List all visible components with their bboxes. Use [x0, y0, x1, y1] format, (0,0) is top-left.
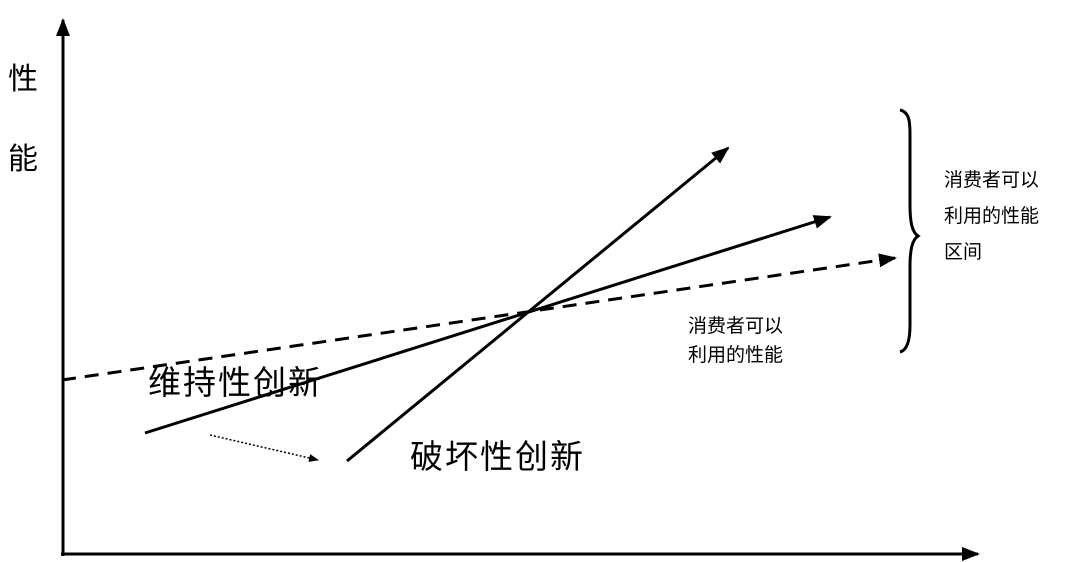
performance-range-label-line: 消费者可以 [944, 169, 1040, 191]
consumer-performance-label-line: 利用的性能 [688, 344, 784, 367]
range-brace [899, 108, 921, 354]
performance-range-label: 消费者可以 利用的性能 区间 [944, 162, 1039, 270]
y-axis-label-char: 性 [8, 62, 38, 97]
performance-range-label-line: 区间 [944, 241, 983, 264]
y-axis-label-char: 能 [8, 142, 38, 177]
consumer-performance-line [61, 253, 897, 382]
disruptive-innovation-label: 破坏性创新 [410, 437, 585, 476]
transition-arrow [209, 434, 319, 462]
consumer-performance-label: 消费者可以 利用的性能 [688, 312, 783, 371]
sustaining-innovation-line [144, 215, 832, 435]
performance-range-label-line: 利用的性能 [944, 205, 1040, 228]
consumer-performance-label-line: 消费者可以 [688, 315, 784, 337]
disruptive-innovation-line [346, 146, 730, 463]
sustaining-innovation-label: 维持性创新 [148, 363, 323, 402]
